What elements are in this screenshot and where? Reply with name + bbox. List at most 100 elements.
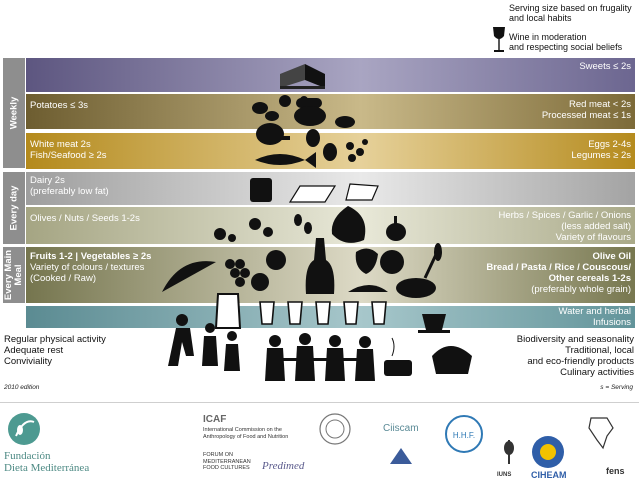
forum-line-3: FOOD CULTURES xyxy=(203,465,250,471)
herbs-label: Herbs / Spices / Garlic / Onions xyxy=(498,210,631,221)
salt-note: (less added salt) xyxy=(561,221,631,232)
forum-logo-text: FORUM ON MEDITERRANEAN FOOD CULTURES xyxy=(203,452,251,472)
olive-oil-label: Olive Oil xyxy=(592,251,631,262)
university-seal-icon xyxy=(319,413,351,445)
olives-label: Olives / Nuts / Seeds 1-2s xyxy=(30,213,140,224)
herbs-labels: Herbs / Spices / Garlic / Onions (less a… xyxy=(498,210,631,243)
watermelon-icon xyxy=(162,261,216,292)
water-jug-icon xyxy=(214,293,242,329)
orange-icon xyxy=(251,273,269,291)
fish-icon xyxy=(255,152,316,168)
steak-icon xyxy=(294,106,355,128)
footer-divider xyxy=(0,402,639,403)
infusions-label: Infusions xyxy=(592,317,631,328)
forum-line-2: MEDITERRANEAN xyxy=(203,458,251,465)
serving-size-note: Serving size based on frugality and loca… xyxy=(509,3,632,23)
icaf-line-1: International Commission on the xyxy=(203,427,282,433)
legumes-icon xyxy=(346,139,368,162)
edition-label: 2010 edition xyxy=(4,384,40,391)
milk-carton-icon xyxy=(250,178,272,202)
vegetable-basket-icon xyxy=(432,346,472,374)
sidebar-every-day-label: Every day xyxy=(8,185,20,231)
egg-icon xyxy=(306,129,337,161)
fens-logo-text: fens xyxy=(606,466,625,476)
sidebar-weekly-label: Weekly xyxy=(8,96,20,130)
forum-line-1: FORUM ON xyxy=(203,452,233,458)
cheese-icon xyxy=(288,183,379,203)
fruits-vegetables-label: Fruits 1-2 | Vegetables ≥ 2s xyxy=(30,251,152,262)
potatoes-label: Potatoes ≤ 3s xyxy=(30,100,89,111)
pyramid-illustrations xyxy=(162,64,472,381)
predimed-logo-text: Predimed xyxy=(262,460,305,472)
cereals-label: Other cereals 1-2s xyxy=(548,273,631,284)
water-labels: Water and herbal Infusions xyxy=(558,306,631,328)
dairy-note: (preferably low fat) xyxy=(30,186,109,197)
teacup-icon xyxy=(418,314,450,333)
sweets-label: Sweets ≤ 2s xyxy=(579,61,631,72)
active-people-icon xyxy=(168,314,240,371)
olive-oil-bottle-icon xyxy=(305,238,335,294)
serving-note: s = Serving xyxy=(600,384,633,391)
ciheam-logo-text: CIHEAM xyxy=(531,470,567,480)
lifestyle-list: Regular physical activity Adequate rest … xyxy=(4,334,106,367)
cauliflower-icon xyxy=(380,250,404,274)
white-meat-labels: White meat 2s Fish/Seafood ≥ 2s xyxy=(30,139,107,161)
apple-icon xyxy=(266,250,286,270)
sausage-icon xyxy=(296,98,322,108)
fundacion-line-1: Fundación xyxy=(4,450,51,462)
pasta-icon xyxy=(348,285,388,292)
fundacion-logo-icon xyxy=(8,413,40,445)
fruits-labels: Fruits 1-2 | Vegetables ≥ 2s Variety of … xyxy=(30,251,151,284)
cereals-labels: Olive Oil Bread / Pasta / Rice / Couscou… xyxy=(486,251,631,295)
activity-item: Regular physical activity xyxy=(4,334,106,345)
band-olives: Olives / Nuts / Seeds 1-2s Herbs / Spice… xyxy=(26,207,635,244)
white-meat-label: White meat 2s xyxy=(30,139,91,150)
serving-size-line-1: Serving size based on frugality xyxy=(509,3,632,13)
fish-label: Fish/Seafood ≥ 2s xyxy=(30,150,107,161)
fundacion-logo-text: Fundación Dieta Mediterránea xyxy=(4,450,89,474)
cake-icon xyxy=(280,64,325,89)
eggs-label: Eggs 2-4s xyxy=(588,139,631,150)
iuns-logo-text: IUNS xyxy=(497,472,512,478)
artichoke-icon xyxy=(355,248,378,274)
potato-icon xyxy=(252,102,279,121)
legumes-label: Legumes ≥ 2s xyxy=(571,150,631,161)
sustainability-list: Biodiversity and seasonality Traditional… xyxy=(517,334,634,378)
chicken-leg-icon xyxy=(256,123,290,145)
serving-size-line-2: and local habits xyxy=(509,13,572,23)
africa-map-icon xyxy=(588,417,614,450)
sidebar-every-main-meal-label: Every Main Meal xyxy=(3,250,24,300)
iuns-logo-icon xyxy=(504,440,514,464)
olive-branch-icon xyxy=(294,214,312,234)
icaf-logo-title: ICAF xyxy=(203,414,227,425)
hhf-logo-icon: H.H.F. xyxy=(445,415,483,453)
wine-line-2: and respecting social beliefs xyxy=(509,42,623,52)
meat-labels: Red meat < 2s Processed meat ≤ 1s xyxy=(542,99,631,121)
grapes-icon xyxy=(225,259,250,287)
eggs-legumes-labels: Eggs 2-4s Legumes ≥ 2s xyxy=(571,139,631,161)
hhf-logo-text: H.H.F. xyxy=(453,431,475,440)
fundacion-line-2: Dieta Mediterránea xyxy=(4,462,90,474)
band-potatoes-meat: Potatoes ≤ 3s Red meat < 2s Processed me… xyxy=(26,94,635,129)
wine-note: Wine in moderation and respecting social… xyxy=(509,32,622,52)
dairy-label: Dairy 2s xyxy=(30,175,65,186)
sidebar-every-main-meal: Every Main Meal xyxy=(3,247,25,303)
wheat-icon xyxy=(423,243,442,279)
traditional-item: Traditional, local xyxy=(565,345,634,356)
rest-item: Adequate rest xyxy=(4,345,64,356)
water-glasses-icon xyxy=(259,301,387,325)
dining-people-icon xyxy=(265,333,375,381)
icaf-logo-text: International Commission on the Anthropo… xyxy=(203,427,288,440)
sidebar-weekly: Weekly xyxy=(3,58,25,168)
sidebar-main-meal-line-2: Meal xyxy=(13,264,24,286)
conviviality-item: Conviviality xyxy=(4,356,53,367)
nuts-icon xyxy=(214,218,273,242)
sidebar-every-day: Every day xyxy=(3,172,25,244)
ciheam-logo-icon xyxy=(532,436,564,468)
icaf-line-2: Anthropology of Food and Nutrition xyxy=(203,433,289,440)
cooking-pot-icon xyxy=(384,337,412,376)
wine-line-1: Wine in moderation xyxy=(509,32,587,42)
onion-icon xyxy=(331,206,366,243)
wine-glass-icon xyxy=(493,27,505,52)
red-meat-label: Red meat < 2s xyxy=(568,99,631,110)
